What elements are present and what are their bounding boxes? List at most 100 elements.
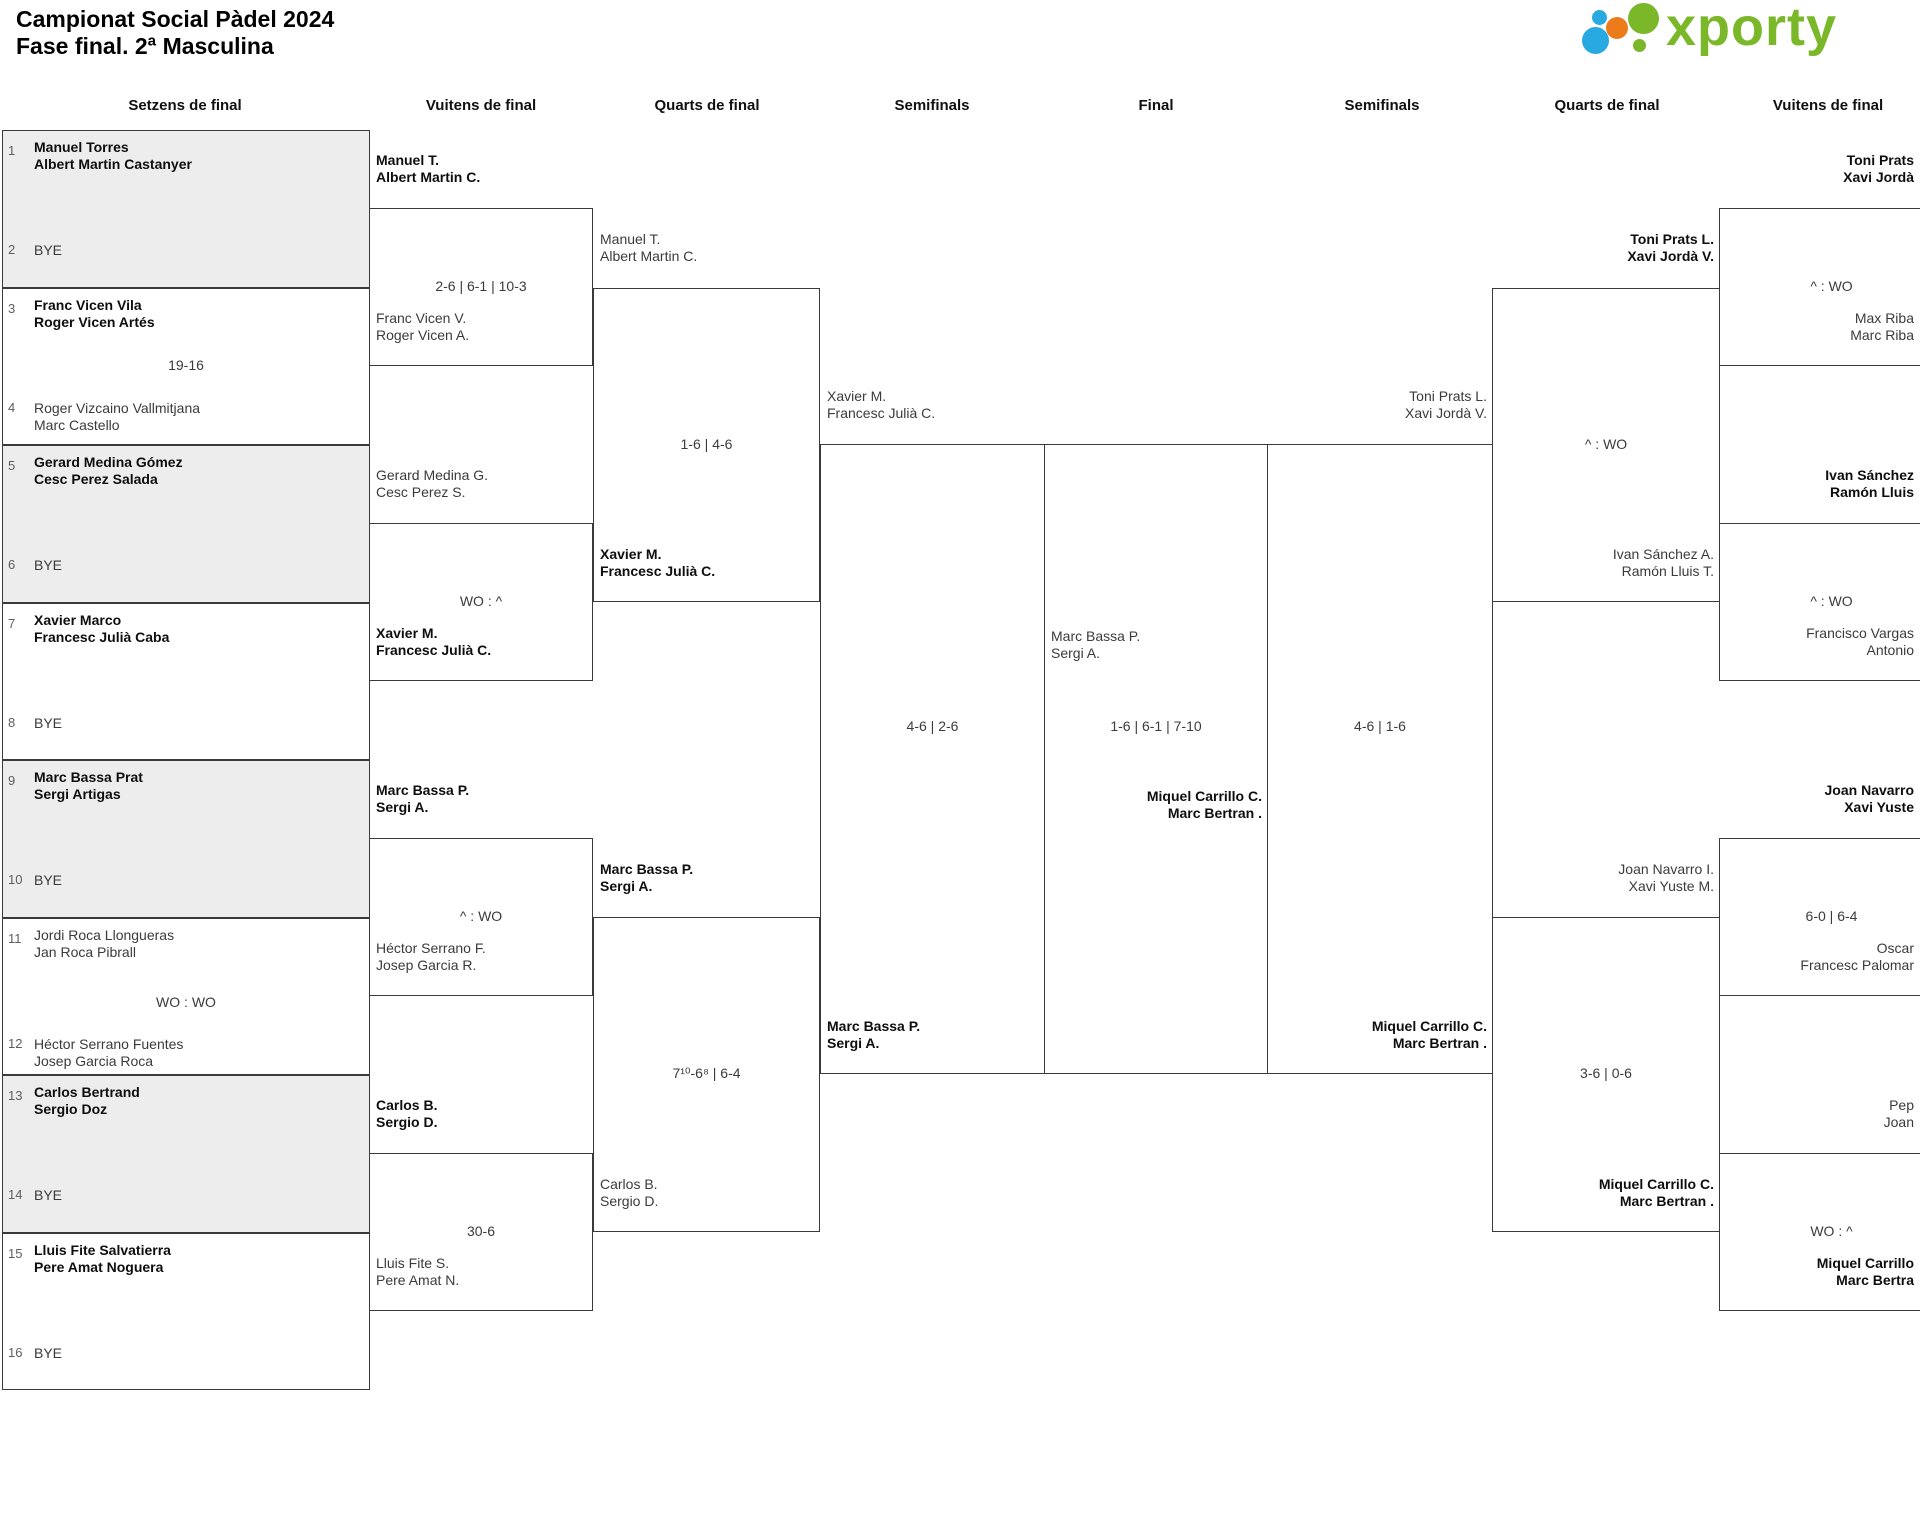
match-box-semifinal-right[interactable] (1267, 444, 1493, 1074)
match-box-quarts-right-1[interactable] (1492, 288, 1720, 602)
match-box-vuitens-right-4[interactable] (1719, 1153, 1920, 1311)
match-box-semifinal-left[interactable] (820, 444, 1045, 1074)
team-label[interactable]: Miquel Carrillo C.Marc Bertran . (1371, 1018, 1487, 1051)
team-label[interactable]: BYE (34, 242, 63, 258)
match-box-quarts-left-1[interactable] (593, 288, 820, 602)
round-header-semifinal-right: Semifinals (1344, 97, 1420, 114)
match-box-setzens-1[interactable] (2, 130, 370, 288)
match-box-setzens-7[interactable] (2, 1075, 370, 1233)
team-label[interactable]: Miquel Carrillo C.Marc Bertran . (1598, 1176, 1714, 1209)
team-label[interactable]: Marc Bassa P.Sergi A. (1051, 628, 1141, 661)
team-label[interactable]: Marc Bassa P.Sergi A. (600, 861, 694, 894)
match-box-quarts-right-2[interactable] (1492, 917, 1720, 1232)
team-label[interactable]: Marc Bassa P.Sergi A. (827, 1018, 921, 1051)
team-label[interactable]: BYE (34, 715, 63, 731)
match-score: ^ : WO (1810, 278, 1853, 294)
match-box-setzens-4[interactable] (2, 603, 370, 760)
match-box-vuitens-left-1[interactable] (369, 208, 593, 366)
page-title: Campionat Social Pàdel 2024 (16, 6, 335, 32)
match-box-vuitens-left-2[interactable] (369, 523, 593, 681)
seed-number: 16 (8, 1345, 23, 1360)
team-label[interactable]: BYE (34, 1345, 63, 1361)
round-header-vuitens-right: Vuitens de final (1772, 97, 1884, 114)
seed-number: 3 (8, 301, 16, 316)
team-label[interactable]: BYE (34, 557, 63, 573)
logo-dot-icon (1633, 39, 1646, 52)
logo-dot-icon (1592, 10, 1607, 25)
team-label[interactable]: Ivan Sánchez A.Ramón Lluis T. (1612, 546, 1714, 579)
seed-number: 11 (8, 931, 22, 946)
round-header-quarts-right: Quarts de final (1554, 97, 1660, 114)
logo-text: xporty (1666, 0, 1838, 57)
seed-number: 5 (8, 458, 16, 473)
match-box-setzens-5[interactable] (2, 760, 370, 918)
team-label[interactable]: Manuel T.Albert Martin C. (376, 152, 481, 185)
team-label[interactable]: Héctor Serrano F.Josep Garcia R. (376, 940, 486, 973)
team-label[interactable]: Manuel T.Albert Martin C. (600, 231, 698, 264)
team-label[interactable]: Miquel Carrillo C.Marc Bertran . (1146, 788, 1262, 821)
team-label[interactable]: Franc Vicen V.Roger Vicen A. (376, 310, 470, 343)
seed-number: 12 (8, 1036, 23, 1051)
match-box-vuitens-right-1[interactable] (1719, 208, 1920, 366)
logo-dot-icon (1606, 17, 1628, 39)
match-box-final[interactable] (1044, 444, 1268, 1074)
match-score: 4-6 | 1-6 (1354, 718, 1406, 734)
match-box-setzens-6[interactable] (2, 918, 370, 1075)
team-label[interactable]: BYE (34, 872, 63, 888)
match-score: ^ : WO (459, 908, 503, 924)
match-score: 19-16 (168, 357, 204, 373)
team-label[interactable]: Toni Prats L.Xavi Jordà V. (1405, 388, 1487, 421)
match-box-vuitens-left-3[interactable] (369, 838, 593, 996)
logo-dot-icon (1628, 3, 1659, 34)
match-box-setzens-2[interactable] (2, 288, 370, 445)
seed-number: 15 (8, 1246, 23, 1261)
team-label[interactable]: Xavier M.Francesc Julià C. (827, 388, 936, 421)
team-label[interactable]: BYE (34, 1187, 63, 1203)
team-label[interactable]: Carlos B.Sergio D. (376, 1097, 438, 1130)
team-label[interactable]: Joan Navarro I.Xavi Yuste M. (1618, 861, 1714, 894)
round-header-semifinal-left: Semifinals (894, 97, 970, 114)
match-score: 1-6 | 4-6 (680, 436, 733, 452)
seed-number: 6 (8, 557, 16, 572)
team-label[interactable]: Xavier M.Francesc Julià C. (376, 625, 492, 658)
match-box-vuitens-right-2[interactable] (1719, 523, 1920, 681)
match-score: 7¹⁰-6⁸ | 6-4 (672, 1065, 741, 1081)
match-score: 2-6 | 6-1 | 10-3 (435, 278, 527, 294)
match-box-setzens-3[interactable] (2, 445, 370, 603)
match-score: ^ : WO (1584, 436, 1628, 452)
team-label[interactable]: Marc Bassa P.Sergi A. (376, 782, 470, 815)
team-label[interactable]: Gerard Medina G.Cesc Perez S. (376, 467, 489, 500)
xporty-logo[interactable]: xporty (1580, 0, 1916, 64)
seed-number: 14 (8, 1187, 23, 1202)
logo-dot-icon (1582, 27, 1609, 54)
match-box-quarts-left-2[interactable] (593, 917, 820, 1232)
match-score: ^ : WO (1810, 593, 1853, 609)
match-box-vuitens-right-3[interactable] (1719, 838, 1920, 996)
team-label[interactable]: Toni Prats L.Xavi Jordà V. (1627, 231, 1714, 264)
team-label[interactable]: Lluis Fite S.Pere Amat N. (376, 1255, 460, 1288)
match-box-vuitens-left-4[interactable] (369, 1153, 593, 1311)
team-label[interactable]: Carlos B.Sergio D. (600, 1176, 659, 1209)
match-box-setzens-8[interactable] (2, 1233, 370, 1390)
match-score: 4-6 | 2-6 (906, 718, 959, 734)
team-label[interactable]: Xavier M.Francesc Julià C. (600, 546, 716, 579)
seed-number: 13 (8, 1088, 23, 1103)
